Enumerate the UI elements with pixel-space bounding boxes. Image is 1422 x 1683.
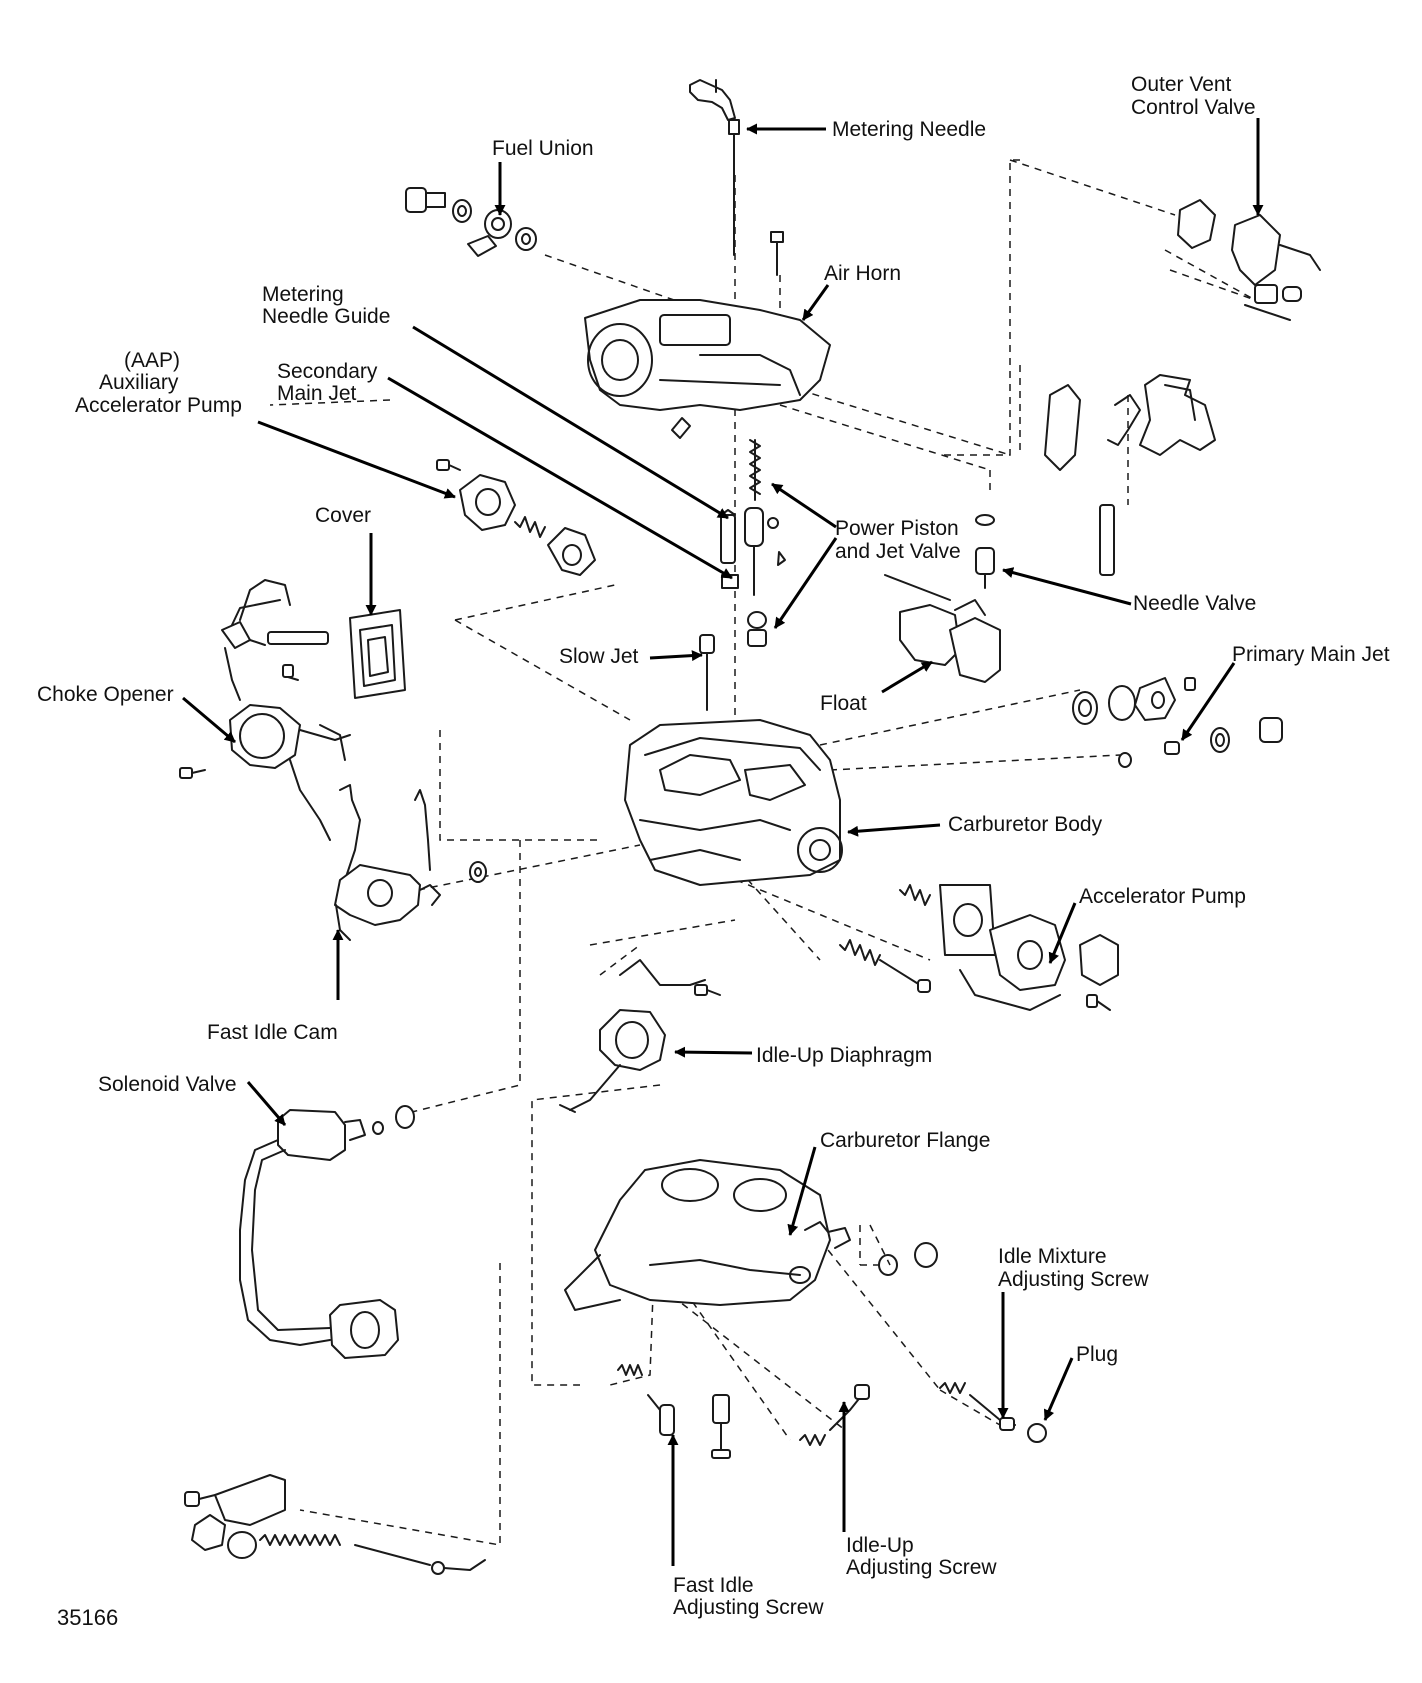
figure-number: 35166: [57, 1605, 118, 1630]
label-needle-valve: Needle Valve: [1133, 592, 1256, 615]
label-aap-line2: Auxiliary: [99, 371, 179, 394]
label-idle-up-adjusting-screw-line2: Adjusting Screw: [846, 1556, 997, 1579]
label-primary-main-jet: Primary Main Jet: [1232, 643, 1390, 666]
part-labels: Metering Needle Outer Vent Control Valve…: [37, 73, 1390, 1630]
label-aap: (AAP): [124, 349, 180, 372]
label-idle-mixture-adjusting-screw-line2: Adjusting Screw: [998, 1268, 1149, 1291]
label-secondary-main-jet: Secondary: [277, 360, 378, 383]
leader-arrows: [182, 118, 1264, 1566]
label-power-piston: Power Piston: [835, 517, 959, 540]
label-metering-needle-guide: Metering: [262, 283, 344, 306]
label-outer-vent-control-valve-line2: Control Valve: [1131, 96, 1256, 119]
label-idle-up-diaphragm: Idle-Up Diaphragm: [756, 1044, 932, 1067]
parts-drawing: [179, 79, 1321, 1575]
label-float: Float: [820, 692, 867, 715]
label-choke-opener: Choke Opener: [37, 683, 174, 706]
label-slow-jet: Slow Jet: [559, 645, 639, 668]
label-fast-idle-cam: Fast Idle Cam: [207, 1021, 338, 1044]
label-fuel-union: Fuel Union: [492, 137, 594, 160]
label-accelerator-pump: Accelerator Pump: [1079, 885, 1246, 908]
label-outer-vent-control-valve: Outer Vent: [1131, 73, 1232, 96]
label-carburetor-body: Carburetor Body: [948, 813, 1103, 836]
label-fast-idle-adjusting-screw-line2: Adjusting Screw: [673, 1596, 824, 1619]
label-solenoid-valve: Solenoid Valve: [98, 1073, 237, 1096]
label-idle-up-adjusting-screw: Idle-Up: [846, 1534, 914, 1557]
label-metering-needle-guide-line2: Needle Guide: [262, 305, 390, 328]
label-fast-idle-adjusting-screw: Fast Idle: [673, 1574, 754, 1597]
label-power-piston-line2: and Jet Valve: [835, 540, 961, 563]
label-plug: Plug: [1076, 1343, 1118, 1366]
label-secondary-main-jet-line2: Main Jet: [277, 382, 357, 405]
label-aap-line3: Accelerator Pump: [75, 394, 242, 417]
label-carburetor-flange: Carburetor Flange: [820, 1129, 990, 1152]
label-idle-mixture-adjusting-screw: Idle Mixture: [998, 1245, 1107, 1268]
label-cover: Cover: [315, 504, 371, 527]
label-air-horn: Air Horn: [824, 262, 901, 285]
label-metering-needle: Metering Needle: [832, 118, 986, 141]
